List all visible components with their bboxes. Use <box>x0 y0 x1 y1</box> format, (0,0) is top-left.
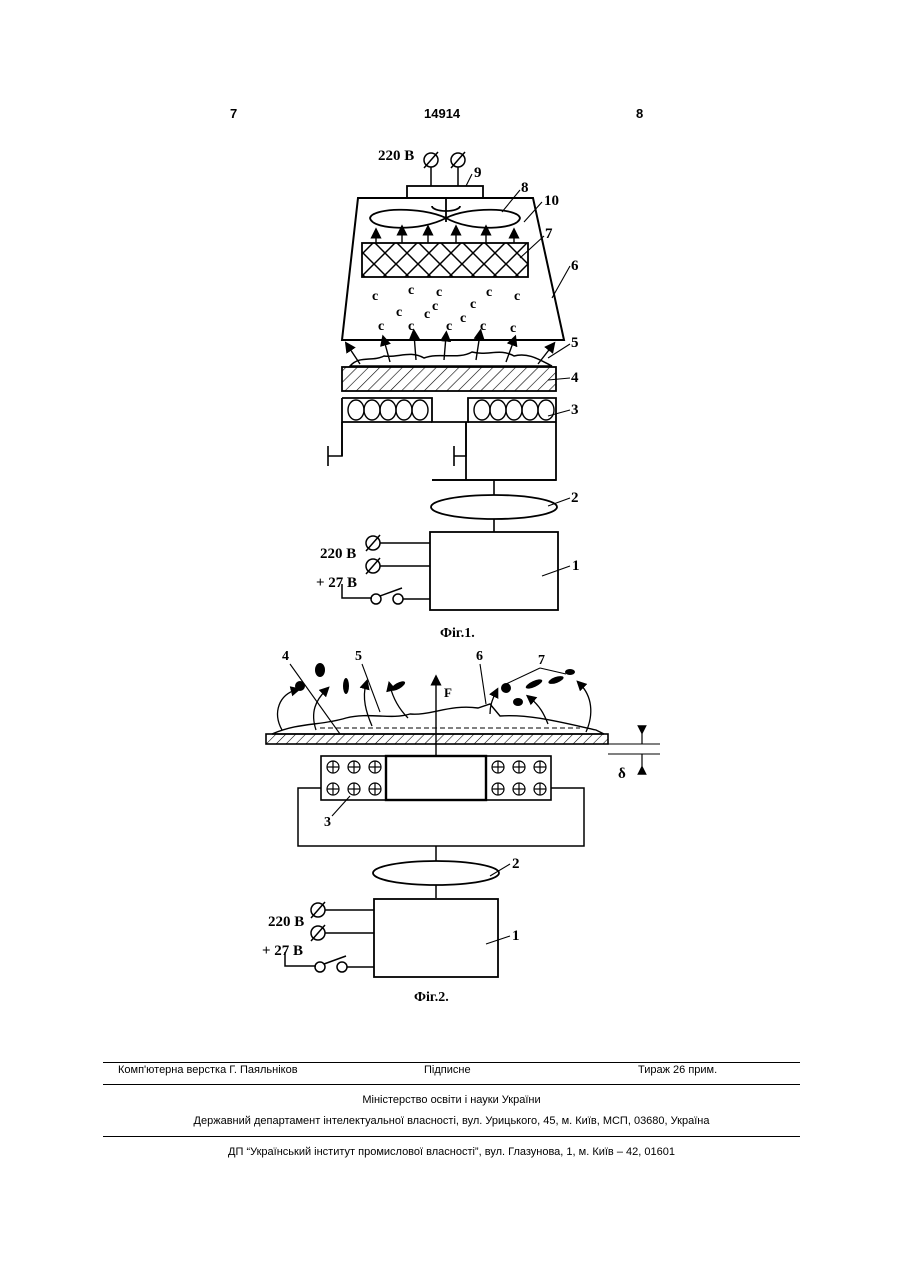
svg-text:c: c <box>424 307 430 322</box>
fig1-vapor-arrows <box>348 334 552 364</box>
fig2-voltage-low: + 27 В <box>262 943 303 959</box>
ministry-line: Міністерство освіти і науки України <box>103 1094 800 1106</box>
svg-text:c: c <box>446 319 452 334</box>
page-number-right: 8 <box>636 106 643 121</box>
fig2-caption: Фіг.2. <box>414 990 449 1005</box>
fig1-material-layer <box>350 352 552 366</box>
svg-text:c: c <box>378 319 384 334</box>
patent-number: 14914 <box>424 106 460 121</box>
svg-text:7: 7 <box>545 226 553 242</box>
fig1-terminal-icons <box>424 152 465 186</box>
fig2-generator-block <box>374 899 498 977</box>
fig1-particles: ccc ccc ccc ccc ccc <box>372 283 520 336</box>
svg-text:6: 6 <box>571 258 579 274</box>
fig1-fan-icon <box>370 198 520 228</box>
svg-text:c: c <box>408 283 414 298</box>
figure-2-diagram: δ F <box>0 650 901 1010</box>
svg-text:c: c <box>514 289 520 304</box>
fig1-heating-plate <box>342 367 556 391</box>
layout-credit: Комп'ютерна верстка Г. Паяльніков <box>118 1064 298 1076</box>
svg-text:8: 8 <box>521 180 529 196</box>
fig1-cable <box>431 495 557 519</box>
fig1-caption: Фіг.1. <box>440 626 475 641</box>
fig2-label-1: 1 <box>512 928 520 944</box>
fig1-voltage-low: + 27 В <box>316 575 357 591</box>
svg-text:2: 2 <box>571 490 579 506</box>
fig1-coil-icons <box>348 400 554 420</box>
footer-divider-bottom <box>103 1136 800 1137</box>
svg-text:9: 9 <box>474 165 482 181</box>
fig2-particles <box>295 663 575 706</box>
svg-text:3: 3 <box>571 402 579 418</box>
svg-text:6: 6 <box>476 650 483 664</box>
page-number-left: 7 <box>230 106 237 121</box>
svg-text:4: 4 <box>571 370 579 386</box>
svg-text:3: 3 <box>324 815 331 830</box>
svg-text:c: c <box>436 285 442 300</box>
svg-text:c: c <box>432 299 438 314</box>
fig2-cable <box>373 861 499 885</box>
svg-text:10: 10 <box>544 193 559 209</box>
fig1-input-terminal-icons <box>366 535 430 574</box>
svg-text:c: c <box>396 305 402 320</box>
fig1-voltage-top: 220 В <box>378 148 414 164</box>
publisher-line: ДП “Український інститут промислової вла… <box>103 1146 800 1158</box>
fig2-label-2: 2 <box>512 856 520 872</box>
signed-label: Підписне <box>424 1064 471 1076</box>
fig1-ground-icons <box>328 422 466 466</box>
svg-text:c: c <box>510 321 516 336</box>
svg-text:c: c <box>480 319 486 334</box>
fig1-voltage-left: 220 В <box>320 546 356 562</box>
fig2-plate <box>266 734 608 744</box>
footer-divider-mid <box>103 1084 800 1085</box>
svg-text:5: 5 <box>355 650 362 664</box>
fig1-generator-block <box>430 532 558 610</box>
fig1-airflow-arrows <box>376 230 514 243</box>
fig2-core <box>386 756 486 800</box>
svg-text:c: c <box>486 285 492 300</box>
svg-text:5: 5 <box>571 335 579 351</box>
fig2-gap-label: δ <box>618 766 626 782</box>
svg-text:4: 4 <box>282 650 289 664</box>
svg-text:7: 7 <box>538 653 545 668</box>
footer-divider-top <box>103 1062 800 1063</box>
figure-1-diagram: 220 В ccc ccc ccc ccc ccc <box>0 140 901 650</box>
print-run: Тираж 26 прим. <box>638 1064 717 1076</box>
svg-text:c: c <box>408 319 414 334</box>
fig1-inductor-block <box>342 398 556 480</box>
fig1-motor-block <box>407 186 483 198</box>
fig2-force-label: F <box>444 685 452 700</box>
fig2-voltage-left: 220 В <box>268 914 304 930</box>
svg-text:c: c <box>372 289 378 304</box>
fig1-filter <box>362 243 528 277</box>
svg-text:c: c <box>470 297 476 312</box>
svg-text:1: 1 <box>572 558 580 574</box>
fig2-input-terminal-icons <box>311 902 374 941</box>
svg-text:c: c <box>460 311 466 326</box>
department-line: Державний департамент інтелектуальної вл… <box>103 1115 800 1127</box>
